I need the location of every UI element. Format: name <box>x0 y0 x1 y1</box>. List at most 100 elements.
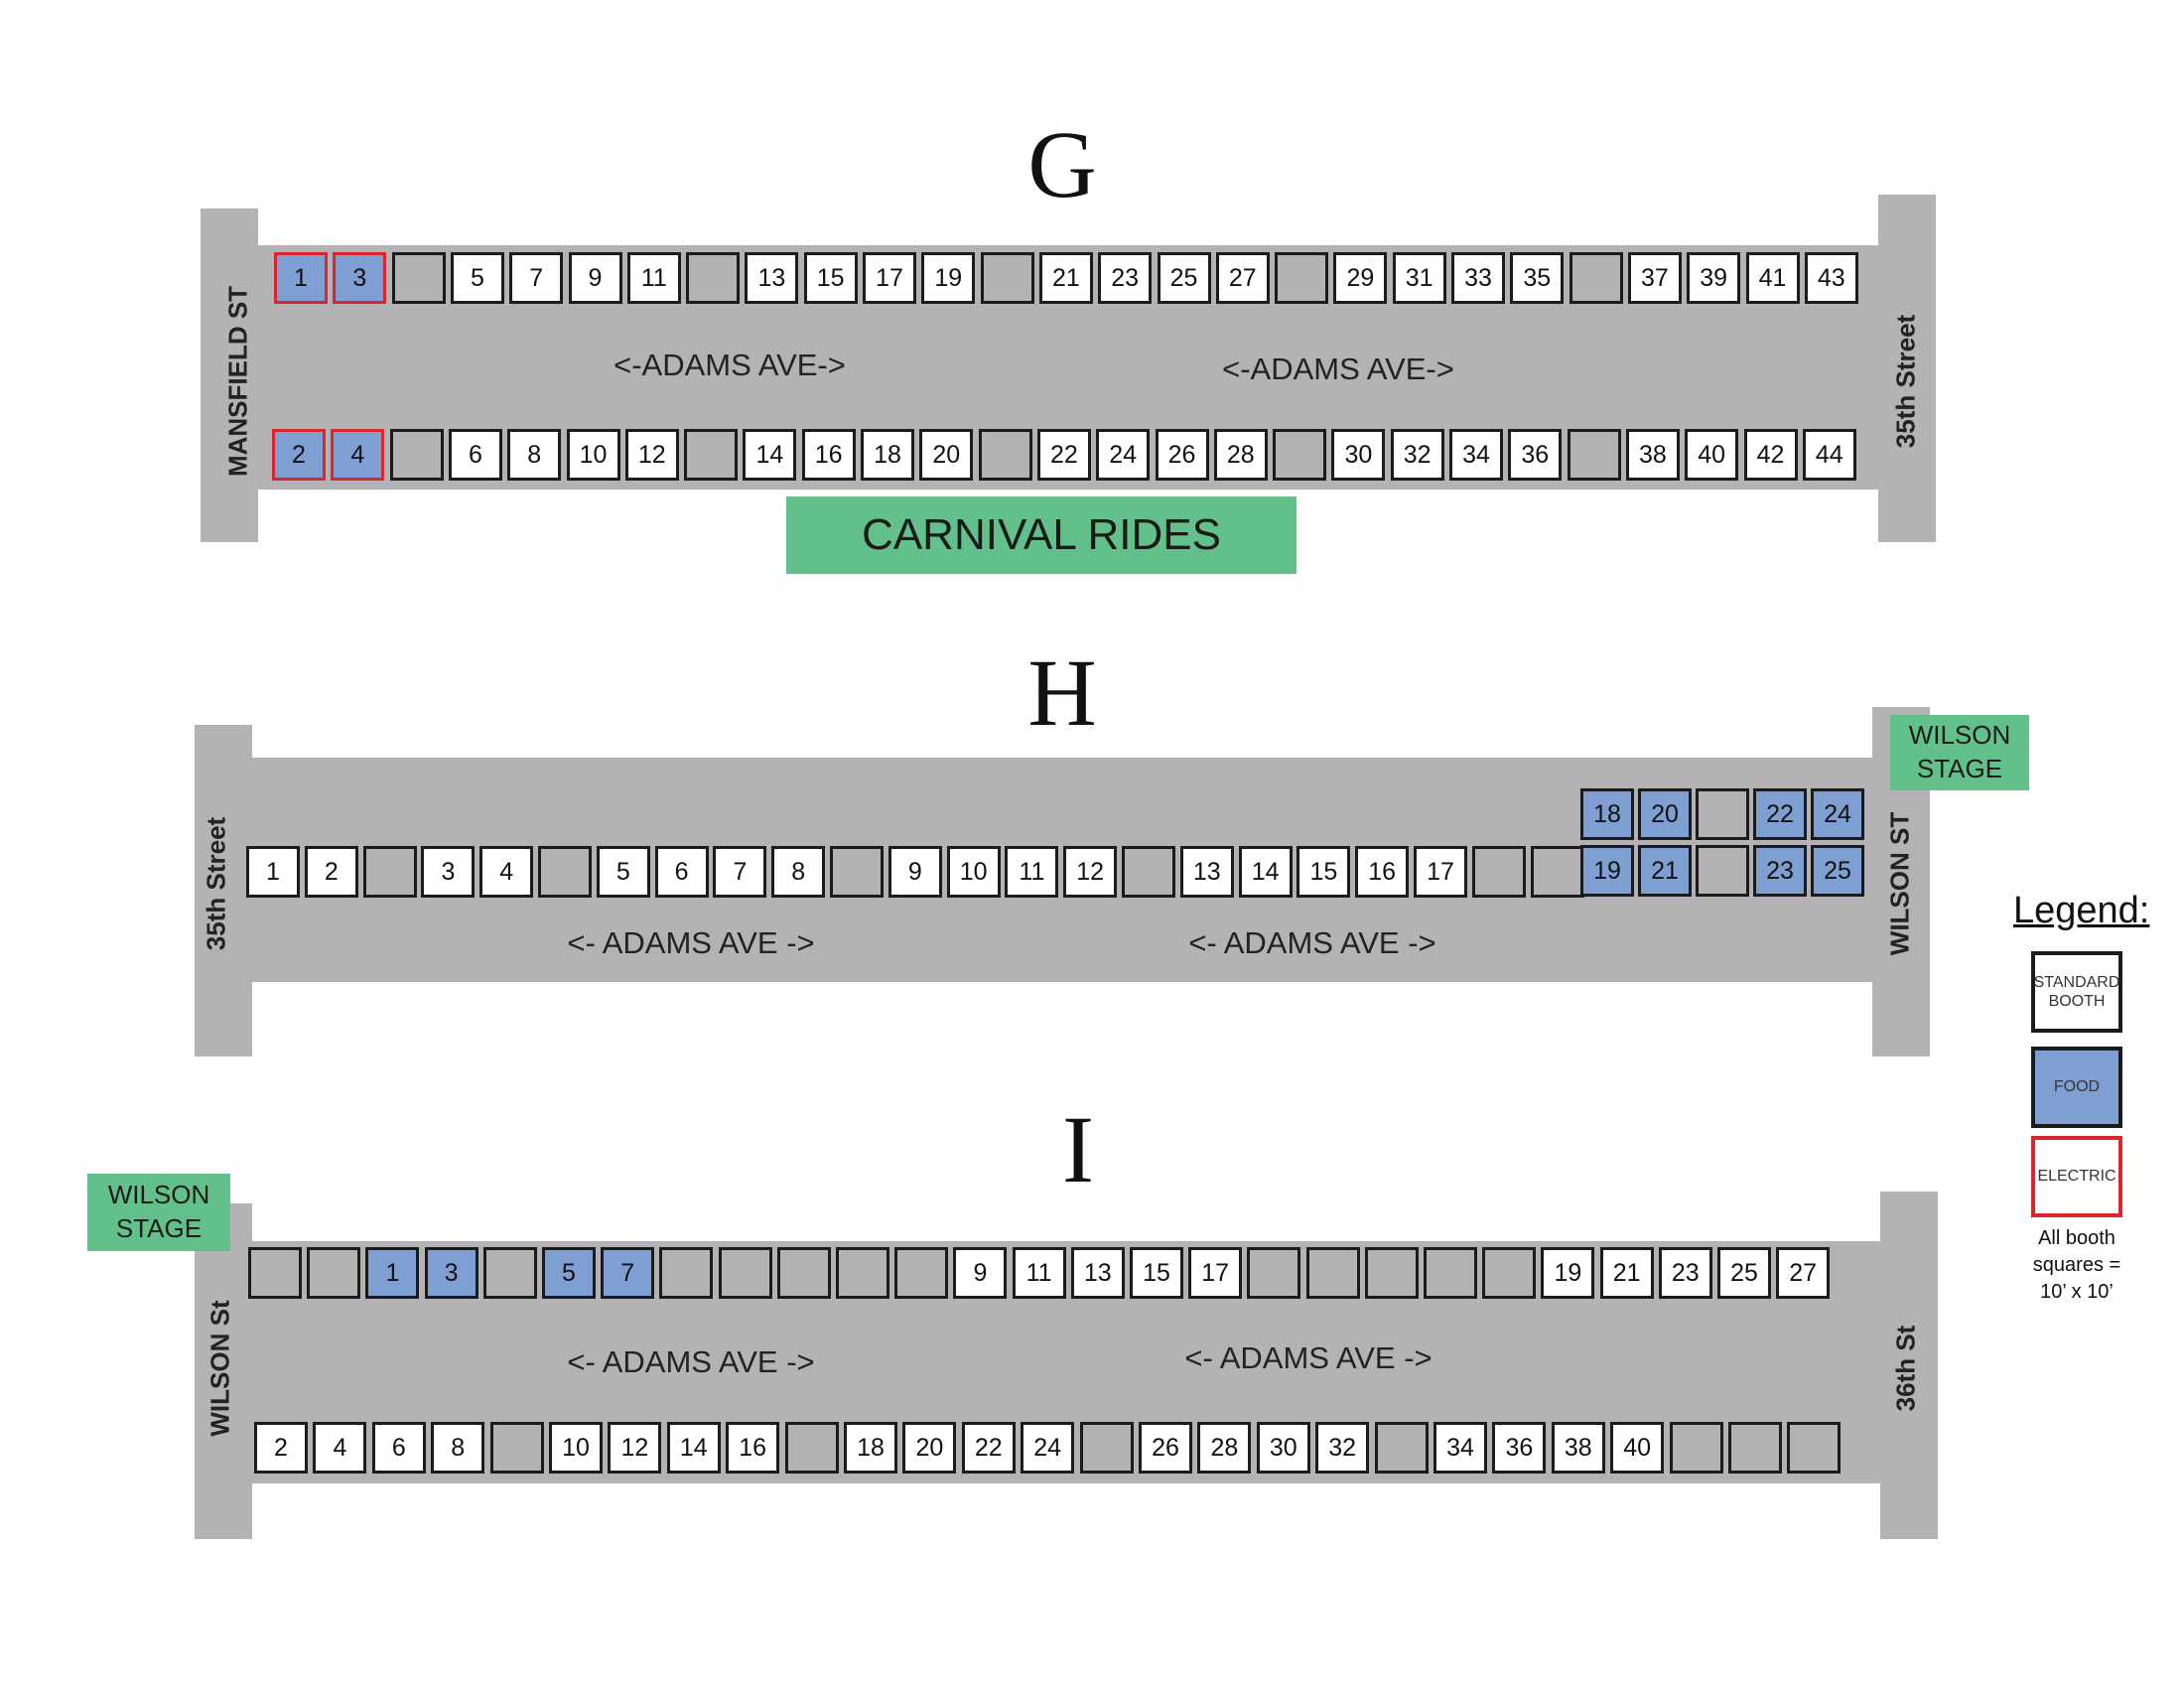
booth-i-28[interactable]: 28 <box>1197 1422 1252 1474</box>
booth-g-30[interactable]: 30 <box>1331 429 1386 481</box>
booth-h-8[interactable]: 8 <box>771 846 826 898</box>
booth-i-20[interactable]: 20 <box>902 1422 957 1474</box>
booth-g-40[interactable]: 40 <box>1685 429 1739 481</box>
booth-i-38[interactable]: 38 <box>1551 1422 1605 1474</box>
booth-i-15[interactable]: 15 <box>1130 1247 1183 1299</box>
booth-h-4[interactable]: 4 <box>479 846 534 898</box>
booth-h-14[interactable]: 14 <box>1238 846 1293 898</box>
booth-g-5[interactable]: 5 <box>450 252 504 304</box>
booth-h-19[interactable]: 19 <box>1580 845 1634 897</box>
booth-i-8[interactable]: 8 <box>431 1422 485 1474</box>
booth-g-12[interactable]: 12 <box>624 429 679 481</box>
booth-i-10[interactable]: 10 <box>549 1422 603 1474</box>
booth-h-3[interactable]: 3 <box>421 846 476 898</box>
booth-i-21[interactable]: 21 <box>1599 1247 1654 1299</box>
booth-i-36[interactable]: 36 <box>1492 1422 1547 1474</box>
booth-g-1[interactable]: 1 <box>274 252 328 304</box>
booth-h-7[interactable]: 7 <box>713 846 767 898</box>
booth-i-26[interactable]: 26 <box>1139 1422 1192 1474</box>
booth-h-9[interactable]: 9 <box>887 846 942 898</box>
booth-g-21[interactable]: 21 <box>1038 252 1093 304</box>
booth-g-39[interactable]: 39 <box>1687 252 1741 304</box>
booth-g-9[interactable]: 9 <box>568 252 622 304</box>
booth-g-22[interactable]: 22 <box>1036 429 1091 481</box>
booth-g-13[interactable]: 13 <box>745 252 799 304</box>
booth-g-27[interactable]: 27 <box>1215 252 1270 304</box>
booth-g-38[interactable]: 38 <box>1625 429 1680 481</box>
booth-g-43[interactable]: 43 <box>1804 252 1858 304</box>
booth-g-19[interactable]: 19 <box>921 252 976 304</box>
booth-g-26[interactable]: 26 <box>1155 429 1209 481</box>
booth-h-18[interactable]: 18 <box>1580 788 1634 840</box>
booth-h-6[interactable]: 6 <box>654 846 709 898</box>
booth-g-33[interactable]: 33 <box>1451 252 1505 304</box>
booth-g-17[interactable]: 17 <box>863 252 916 304</box>
booth-i-2[interactable]: 2 <box>254 1422 308 1474</box>
booth-g-37[interactable]: 37 <box>1627 252 1682 304</box>
booth-i-27[interactable]: 27 <box>1776 1247 1831 1299</box>
booth-i-24[interactable]: 24 <box>1021 1422 1075 1474</box>
booth-g-25[interactable]: 25 <box>1157 252 1211 304</box>
booth-i-9[interactable]: 9 <box>953 1247 1008 1299</box>
booth-h-13[interactable]: 13 <box>1179 846 1234 898</box>
booth-i-14[interactable]: 14 <box>666 1422 721 1474</box>
booth-h-10[interactable]: 10 <box>946 846 1001 898</box>
booth-g-3[interactable]: 3 <box>333 252 387 304</box>
booth-h-22[interactable]: 22 <box>1753 788 1807 840</box>
booth-g-18[interactable]: 18 <box>861 429 914 481</box>
booth-i-40[interactable]: 40 <box>1610 1422 1665 1474</box>
booth-g-15[interactable]: 15 <box>803 252 858 304</box>
booth-i-30[interactable]: 30 <box>1256 1422 1310 1474</box>
booth-g-32[interactable]: 32 <box>1390 429 1444 481</box>
booth-g-10[interactable]: 10 <box>566 429 620 481</box>
booth-i-16[interactable]: 16 <box>726 1422 780 1474</box>
booth-g-16[interactable]: 16 <box>801 429 856 481</box>
booth-g-35[interactable]: 35 <box>1510 252 1565 304</box>
booth-g-36[interactable]: 36 <box>1508 429 1563 481</box>
booth-g-4[interactable]: 4 <box>331 429 385 481</box>
booth-i-7[interactable]: 7 <box>601 1247 655 1299</box>
booth-h-16[interactable]: 16 <box>1355 846 1410 898</box>
booth-i-11[interactable]: 11 <box>1012 1247 1066 1299</box>
booth-g-11[interactable]: 11 <box>626 252 681 304</box>
booth-h-21[interactable]: 21 <box>1638 845 1692 897</box>
booth-g-44[interactable]: 44 <box>1802 429 1856 481</box>
booth-g-14[interactable]: 14 <box>743 429 797 481</box>
booth-h-15[interactable]: 15 <box>1297 846 1351 898</box>
booth-i-34[interactable]: 34 <box>1433 1422 1487 1474</box>
booth-h-25[interactable]: 25 <box>1811 845 1864 897</box>
booth-i-19[interactable]: 19 <box>1541 1247 1595 1299</box>
booth-i-6[interactable]: 6 <box>371 1422 426 1474</box>
booth-h-5[interactable]: 5 <box>596 846 650 898</box>
booth-g-29[interactable]: 29 <box>1333 252 1388 304</box>
booth-h-1[interactable]: 1 <box>246 846 300 898</box>
booth-g-41[interactable]: 41 <box>1745 252 1800 304</box>
booth-g-6[interactable]: 6 <box>448 429 502 481</box>
booth-i-22[interactable]: 22 <box>961 1422 1016 1474</box>
booth-i-23[interactable]: 23 <box>1658 1247 1712 1299</box>
booth-i-18[interactable]: 18 <box>844 1422 897 1474</box>
booth-i-3[interactable]: 3 <box>424 1247 478 1299</box>
booth-h-23[interactable]: 23 <box>1753 845 1807 897</box>
booth-i-5[interactable]: 5 <box>542 1247 596 1299</box>
booth-i-13[interactable]: 13 <box>1070 1247 1125 1299</box>
booth-i-25[interactable]: 25 <box>1717 1247 1771 1299</box>
booth-g-20[interactable]: 20 <box>919 429 974 481</box>
booth-g-34[interactable]: 34 <box>1449 429 1503 481</box>
booth-i-4[interactable]: 4 <box>313 1422 367 1474</box>
booth-i-12[interactable]: 12 <box>608 1422 662 1474</box>
booth-g-24[interactable]: 24 <box>1096 429 1151 481</box>
booth-h-17[interactable]: 17 <box>1414 846 1467 898</box>
booth-g-23[interactable]: 23 <box>1098 252 1153 304</box>
booth-h-12[interactable]: 12 <box>1063 846 1118 898</box>
booth-i-32[interactable]: 32 <box>1315 1422 1370 1474</box>
booth-h-20[interactable]: 20 <box>1638 788 1692 840</box>
booth-g-8[interactable]: 8 <box>507 429 562 481</box>
booth-g-2[interactable]: 2 <box>272 429 326 481</box>
booth-h-11[interactable]: 11 <box>1005 846 1059 898</box>
booth-g-7[interactable]: 7 <box>509 252 564 304</box>
booth-i-1[interactable]: 1 <box>365 1247 420 1299</box>
booth-g-31[interactable]: 31 <box>1392 252 1446 304</box>
booth-g-42[interactable]: 42 <box>1743 429 1798 481</box>
booth-g-28[interactable]: 28 <box>1213 429 1268 481</box>
